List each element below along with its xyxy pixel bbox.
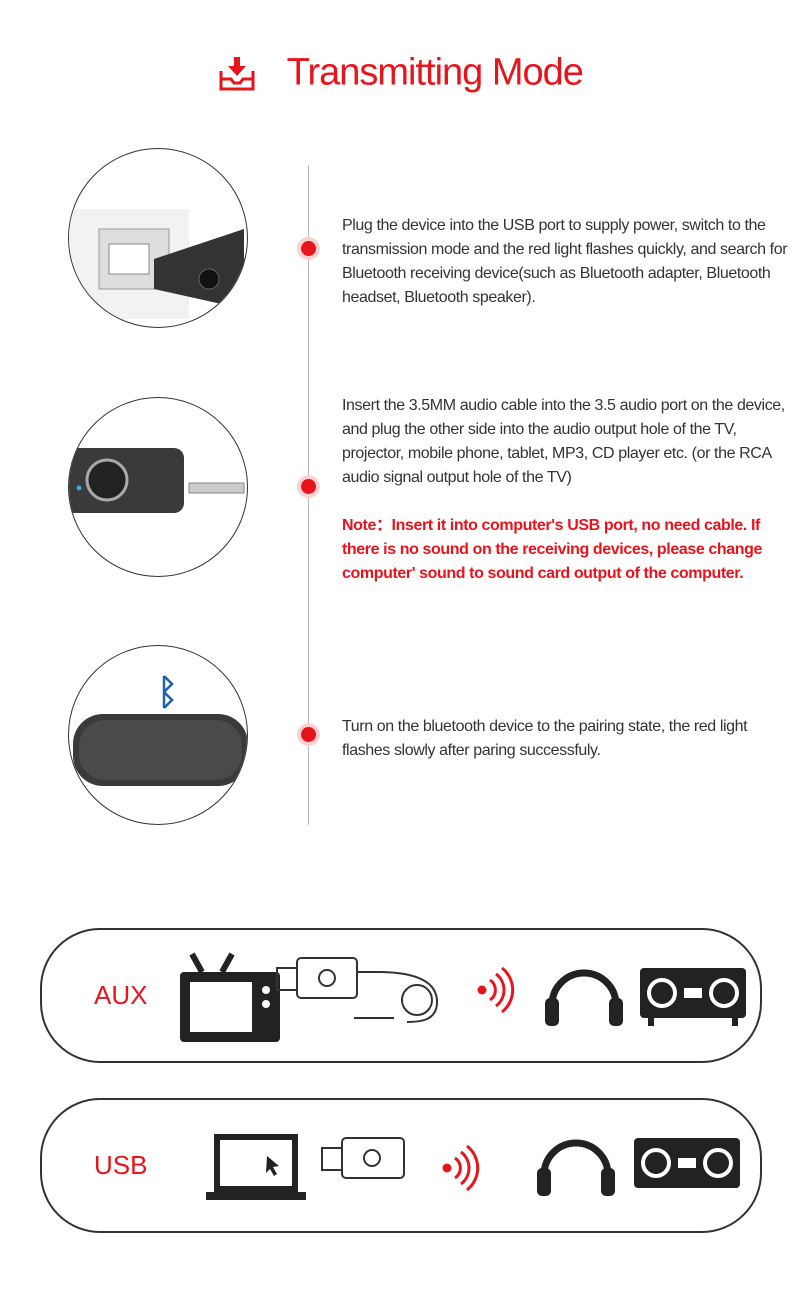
timeline-dot xyxy=(301,727,316,742)
title-text: Transmitting Mode xyxy=(286,51,584,94)
headphones-icon xyxy=(537,1139,615,1196)
usb-plug-image xyxy=(68,148,248,328)
step-2-text: Insert the 3.5MM audio cable into the 3.… xyxy=(342,397,785,486)
step-1-text: Plug the device into the USB port to sup… xyxy=(342,217,788,306)
timeline-dot xyxy=(301,241,316,256)
speaker-image xyxy=(68,645,248,825)
aux-label: AUX xyxy=(94,980,148,1010)
timeline-dot xyxy=(301,479,316,494)
step-3-text: Turn on the bluetooth device to the pair… xyxy=(342,718,748,759)
signal-icon xyxy=(477,966,515,1014)
laptop-icon xyxy=(206,1134,306,1200)
usb-label: USB xyxy=(94,1150,148,1180)
usb-panel: USB xyxy=(40,1098,762,1233)
step-2-note: Note：Insert it into computer's USB port,… xyxy=(342,517,763,582)
download-tray-icon xyxy=(219,56,255,91)
timeline-line xyxy=(308,165,309,825)
transmitter-icon xyxy=(321,1137,405,1179)
signal-icon xyxy=(442,1144,480,1192)
aux-panel: AUX xyxy=(40,928,762,1063)
page-title: Transmitting Mode xyxy=(0,50,800,94)
speaker-box-icon xyxy=(640,968,746,1026)
tv-icon xyxy=(180,952,280,1042)
aux-cable-image xyxy=(68,397,248,577)
transmitter-icon xyxy=(276,957,439,1023)
speaker-box-icon xyxy=(634,1138,740,1188)
headphones-icon xyxy=(545,969,623,1026)
